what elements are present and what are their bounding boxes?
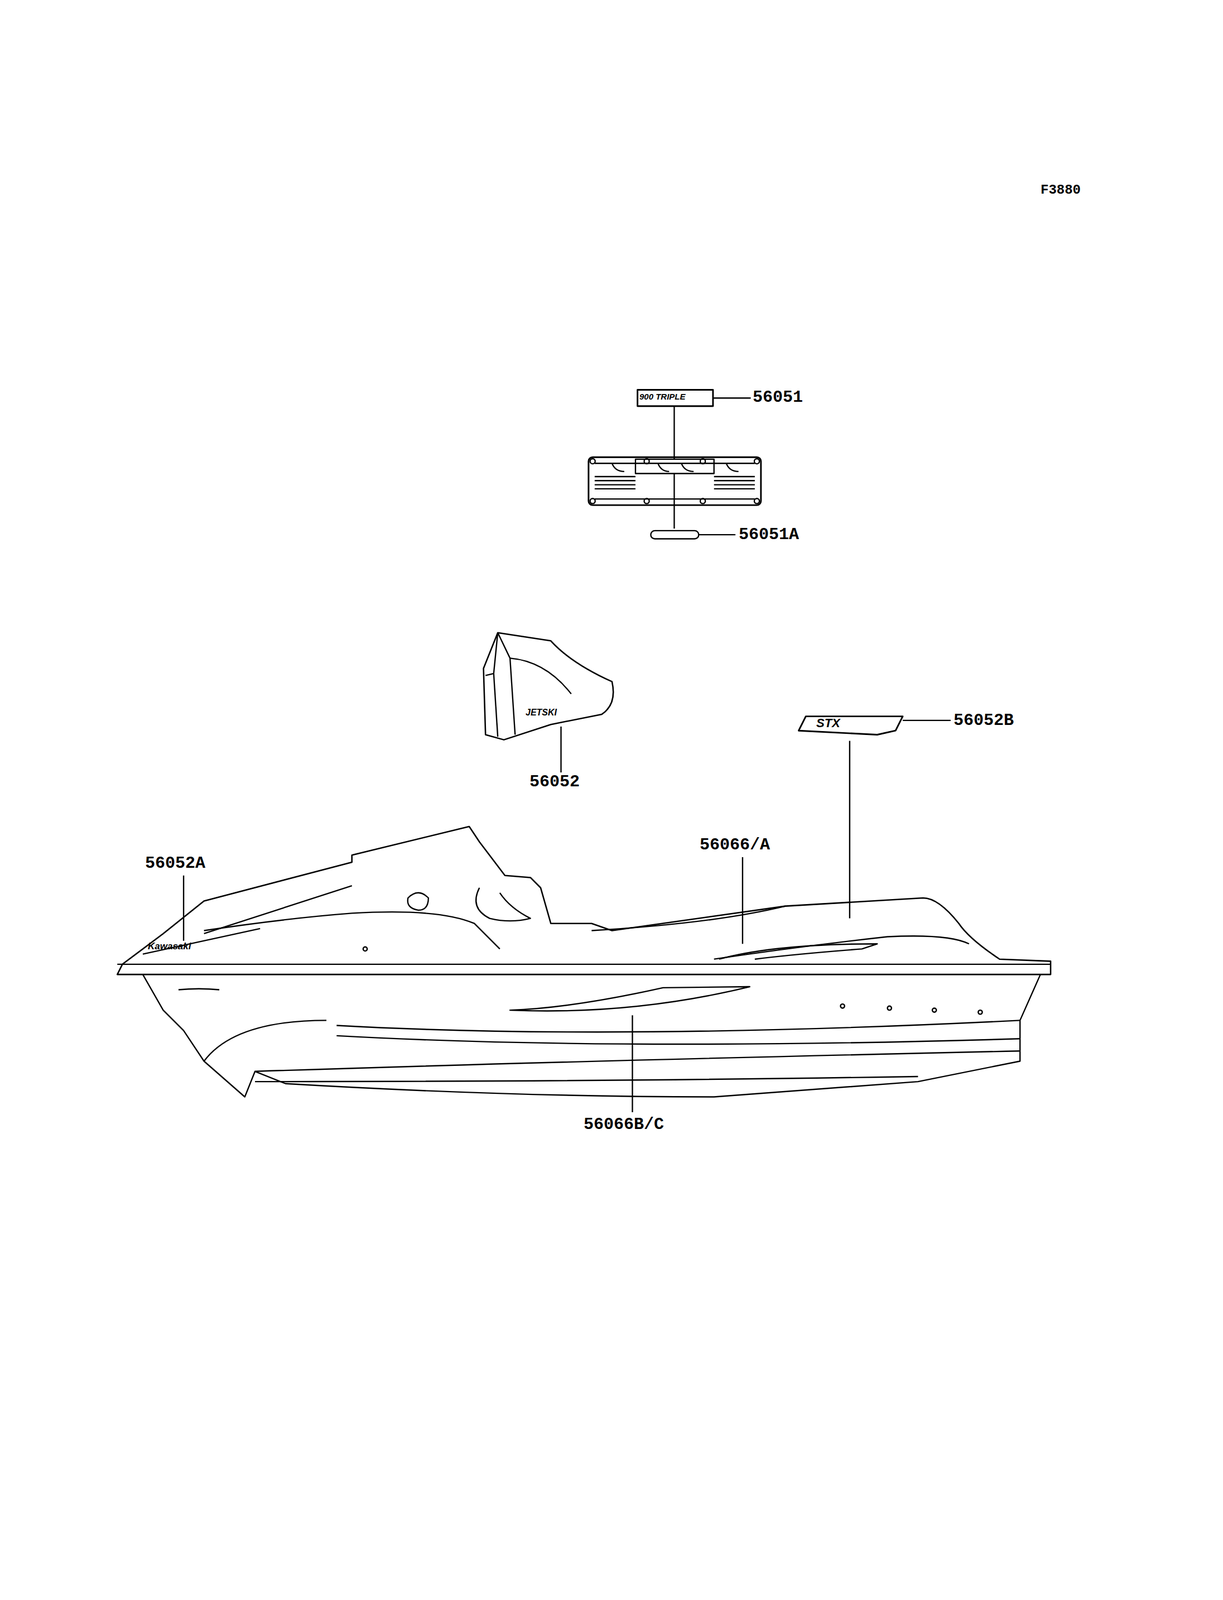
leader-line — [698, 533, 736, 536]
decal-text: 900 TRIPLE — [639, 392, 686, 401]
callout-number: 56066B/C — [583, 1115, 664, 1133]
leader-line — [183, 875, 185, 941]
callout-number: 56066/A — [699, 836, 770, 854]
leader-line — [902, 719, 951, 721]
leader-line — [631, 1014, 633, 1112]
drawing-code: F3880 — [1040, 183, 1081, 197]
decal-outline — [637, 389, 714, 407]
callout-number: 56051 — [752, 388, 803, 406]
callout-number: 56052B — [953, 711, 1014, 729]
leader-line — [673, 473, 675, 529]
hull-outline — [117, 826, 1051, 1097]
decal-outline — [798, 716, 903, 735]
leader-line — [742, 856, 744, 944]
decal-text: STX — [816, 716, 841, 730]
leader-line — [560, 726, 562, 773]
seat-side-panel — [483, 632, 614, 740]
leader-line — [673, 406, 675, 460]
callout-number: 56052A — [145, 854, 206, 872]
decal-outline — [650, 530, 699, 539]
leader-line — [849, 740, 851, 918]
decal-text: Kawasaki — [147, 941, 192, 951]
callout-number: 56052 — [529, 773, 580, 791]
decal-text: JETSKI — [525, 708, 557, 717]
callout-number: 56051A — [738, 526, 799, 543]
leader-line — [713, 397, 751, 399]
